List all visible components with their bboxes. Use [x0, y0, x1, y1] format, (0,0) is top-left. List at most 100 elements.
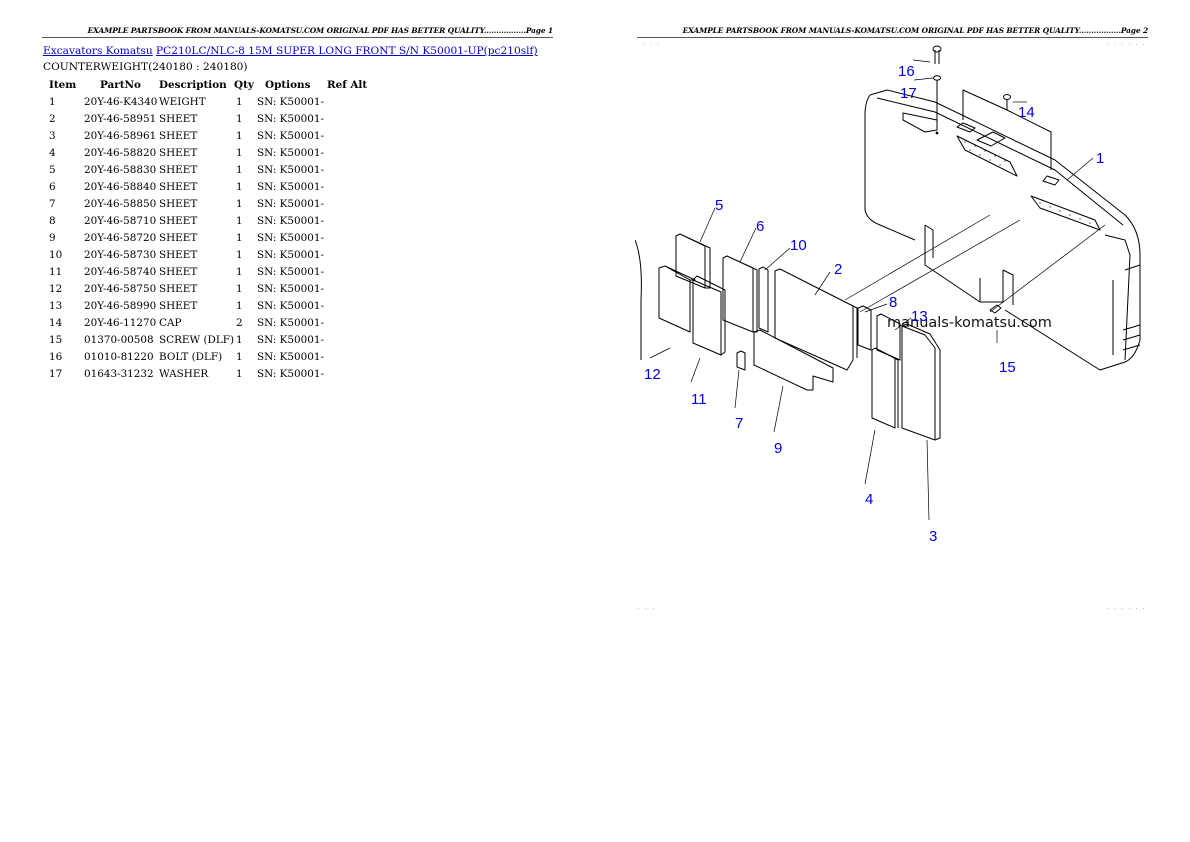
cell-partno: 20Y-46-58951	[84, 112, 157, 125]
cell-item: 3	[49, 129, 56, 142]
header-options: Options	[265, 78, 311, 91]
cell-description: SHEET	[159, 197, 198, 210]
page-1: EXAMPLE PARTSBOOK FROM MANUALS-KOMATSU.C…	[42, 26, 553, 382]
breadcrumb-link-model[interactable]: PC210LC/NLC-8 15M SUPER LONG FRONT S/N K…	[156, 45, 538, 57]
cell-ref-alt	[327, 127, 367, 144]
cell-partno: 20Y-46-58730	[84, 248, 157, 261]
exploded-parts-diagram: manuals-komatsu.com 16171415610281315121…	[635, 45, 1141, 545]
cell-description: WEIGHT	[159, 95, 206, 108]
cell-options: SN: K50001-	[257, 180, 324, 193]
sheet-2	[774, 268, 858, 371]
cell-partno: 20Y-46-58961	[84, 129, 157, 142]
cell-options: SN: K50001-	[257, 248, 324, 261]
scan-mark-tl: · · ·	[643, 42, 661, 48]
cell-item: 16	[49, 350, 63, 363]
header-divider	[42, 37, 553, 38]
cell-description: SHEET	[159, 163, 198, 176]
cell-item: 15	[49, 333, 63, 346]
cell-item: 5	[49, 163, 56, 176]
callout-5: 5	[715, 197, 723, 214]
callout-16: 16	[898, 63, 915, 80]
cell-qty: 1	[236, 248, 243, 261]
sheet-10	[758, 266, 769, 333]
cell-options: SN: K50001-	[257, 163, 324, 176]
parts-table: Item PartNo Description Qty Options Ref …	[43, 76, 367, 382]
cell-options: SN: K50001-	[257, 231, 324, 244]
cell-item: 11	[49, 265, 63, 278]
cell-partno: 20Y-46-58990	[84, 299, 157, 312]
cell-item: 10	[49, 248, 63, 261]
cell-description: SHEET	[159, 129, 198, 142]
cell-ref-alt	[327, 331, 367, 348]
callout-15: 15	[999, 359, 1016, 376]
cell-options: SN: K50001-	[257, 367, 324, 380]
header-item: Item	[49, 78, 77, 91]
cell-item: 14	[49, 316, 63, 329]
callout-13: 13	[911, 308, 928, 325]
cell-partno: 01370-00508	[84, 333, 154, 346]
cell-ref-alt	[327, 314, 367, 331]
callout-8: 8	[889, 294, 897, 311]
cell-qty: 1	[236, 299, 243, 312]
cell-partno: 20Y-46-11270	[84, 316, 157, 329]
breadcrumb-link-category[interactable]: Excavators Komatsu	[43, 45, 153, 57]
cell-ref-alt	[327, 263, 367, 280]
cell-options: SN: K50001-	[257, 112, 324, 125]
cell-options: SN: K50001-	[257, 146, 324, 159]
cell-item: 7	[49, 197, 56, 210]
callout-10: 10	[790, 237, 807, 254]
cell-qty: 1	[236, 146, 243, 159]
cell-qty: 1	[236, 367, 243, 380]
cell-partno: 20Y-46-K4340	[84, 95, 158, 108]
cell-ref-alt	[327, 365, 367, 382]
cell-qty: 1	[236, 350, 243, 363]
page-2: EXAMPLE PARTSBOOK FROM MANUALS-KOMATSU.C…	[595, 0, 1190, 842]
cell-ref-alt	[327, 229, 367, 246]
cell-description: SHEET	[159, 112, 198, 125]
cell-description: WASHER	[159, 367, 209, 380]
cell-options: SN: K50001-	[257, 316, 324, 329]
sheet-3	[901, 323, 941, 441]
cell-ref-alt	[327, 195, 367, 212]
cell-qty: 1	[236, 333, 243, 346]
cell-ref-alt	[327, 348, 367, 365]
callout-17: 17	[900, 85, 917, 102]
cell-item: 13	[49, 299, 63, 312]
cell-qty: 2	[236, 316, 243, 329]
cell-description: SHEET	[159, 265, 198, 278]
cell-ref-alt	[327, 280, 367, 297]
callout-3: 3	[929, 528, 937, 545]
cell-ref-alt	[327, 297, 367, 314]
cell-partno: 01010-81220	[84, 350, 154, 363]
callout-2: 2	[834, 261, 842, 278]
cell-qty: 1	[236, 129, 243, 142]
sheet-8	[857, 305, 872, 351]
cell-description: SHEET	[159, 146, 198, 159]
cell-qty: 1	[236, 112, 243, 125]
watermark-text: manuals-komatsu.com	[887, 315, 1052, 331]
scan-mark-br: · · · · · ·	[1107, 606, 1147, 612]
cell-item: 12	[49, 282, 63, 295]
cell-ref-alt	[327, 93, 367, 110]
section-title: COUNTERWEIGHT(240180 : 240180)	[43, 61, 248, 73]
callout-9: 9	[774, 440, 782, 457]
header-ref-alt: Ref Alt	[327, 78, 368, 91]
cell-item: 4	[49, 146, 56, 159]
cell-partno: 20Y-46-58840	[84, 180, 157, 193]
cell-options: SN: K50001-	[257, 197, 324, 210]
cell-partno: 20Y-46-58820	[84, 146, 157, 159]
cell-options: SN: K50001-	[257, 265, 324, 278]
cell-qty: 1	[236, 231, 243, 244]
table-header-row: Item PartNo Description Qty Options Ref …	[43, 76, 367, 93]
cell-options: SN: K50001-	[257, 282, 324, 295]
